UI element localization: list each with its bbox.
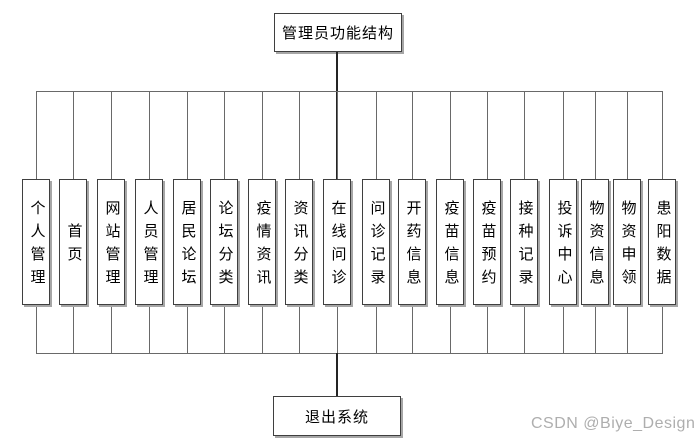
module-box: 投诉中心 (549, 179, 577, 305)
module-label: 物资申领 (619, 200, 636, 292)
module-label: 投诉中心 (555, 200, 572, 292)
module-label: 资讯分类 (291, 200, 308, 292)
module-drop-line (411, 91, 413, 179)
module-box: 开药信息 (398, 179, 426, 305)
module-riser-line (411, 305, 413, 353)
module-box: 物资信息 (581, 179, 609, 305)
module-box: 疫情资讯 (248, 179, 276, 305)
module-drop-line (375, 91, 377, 179)
module-label: 在线问诊 (329, 200, 346, 292)
module-box: 网站管理 (97, 179, 125, 305)
module-riser-line (661, 305, 663, 353)
module-drop-line (449, 91, 451, 179)
module-drop-line (261, 91, 263, 179)
module-drop-line (35, 91, 37, 179)
module-riser-line (35, 305, 37, 353)
module-box: 问诊记录 (362, 179, 390, 305)
module-label: 首页 (65, 223, 82, 269)
module-box: 疫苗预约 (473, 179, 501, 305)
module-riser-line (186, 305, 188, 353)
module-drop-line (148, 91, 150, 179)
module-drop-line (336, 91, 338, 179)
root-node: 管理员功能结构 (274, 13, 402, 52)
module-box: 疫苗信息 (436, 179, 464, 305)
module-label: 网站管理 (103, 200, 120, 292)
module-drop-line (594, 91, 596, 179)
module-label: 居民论坛 (179, 200, 196, 292)
top-bus-line (36, 91, 663, 92)
module-drop-line (223, 91, 225, 179)
module-riser-line (110, 305, 112, 353)
bottom-bus-line (36, 353, 663, 354)
module-drop-line (186, 91, 188, 179)
module-drop-line (661, 91, 663, 179)
module-label: 接种记录 (516, 200, 533, 292)
module-box: 物资申领 (613, 179, 641, 305)
module-drop-line (486, 91, 488, 179)
module-box: 论坛分类 (210, 179, 238, 305)
module-drop-line (110, 91, 112, 179)
root-node-label: 管理员功能结构 (281, 26, 394, 42)
module-drop-line (298, 91, 300, 179)
watermark: CSDN @Biye_Design (531, 415, 696, 432)
module-riser-line (148, 305, 150, 353)
module-label: 论坛分类 (216, 200, 233, 292)
exit-node-label: 退出系统 (304, 409, 369, 426)
module-label: 疫苗预约 (479, 200, 496, 292)
module-box: 患阳数据 (648, 179, 676, 305)
module-box: 在线问诊 (323, 179, 351, 305)
module-label: 疫苗信息 (442, 200, 459, 292)
module-label: 个人管理 (28, 200, 45, 292)
module-box: 人员管理 (135, 179, 163, 305)
module-riser-line (261, 305, 263, 353)
module-riser-line (562, 305, 564, 353)
module-riser-line (298, 305, 300, 353)
module-riser-line (72, 305, 74, 353)
module-label: 开药信息 (404, 200, 421, 292)
module-drop-line (72, 91, 74, 179)
module-riser-line (449, 305, 451, 353)
module-label: 患阳数据 (654, 200, 671, 292)
module-riser-line (594, 305, 596, 353)
module-label: 人员管理 (141, 200, 158, 292)
module-drop-line (626, 91, 628, 179)
module-riser-line (626, 305, 628, 353)
module-box: 资讯分类 (285, 179, 313, 305)
module-riser-line (486, 305, 488, 353)
module-label: 物资信息 (587, 200, 604, 292)
exit-connector-line (336, 353, 338, 396)
module-box: 接种记录 (510, 179, 538, 305)
module-box: 居民论坛 (173, 179, 201, 305)
module-riser-line (223, 305, 225, 353)
exit-node: 退出系统 (273, 396, 401, 436)
module-riser-line (375, 305, 377, 353)
module-riser-line (336, 305, 338, 353)
module-drop-line (562, 91, 564, 179)
module-box: 个人管理 (22, 179, 50, 305)
module-box: 首页 (59, 179, 87, 305)
module-drop-line (523, 91, 525, 179)
module-riser-line (523, 305, 525, 353)
module-label: 问诊记录 (368, 200, 385, 292)
module-label: 疫情资讯 (254, 200, 271, 292)
